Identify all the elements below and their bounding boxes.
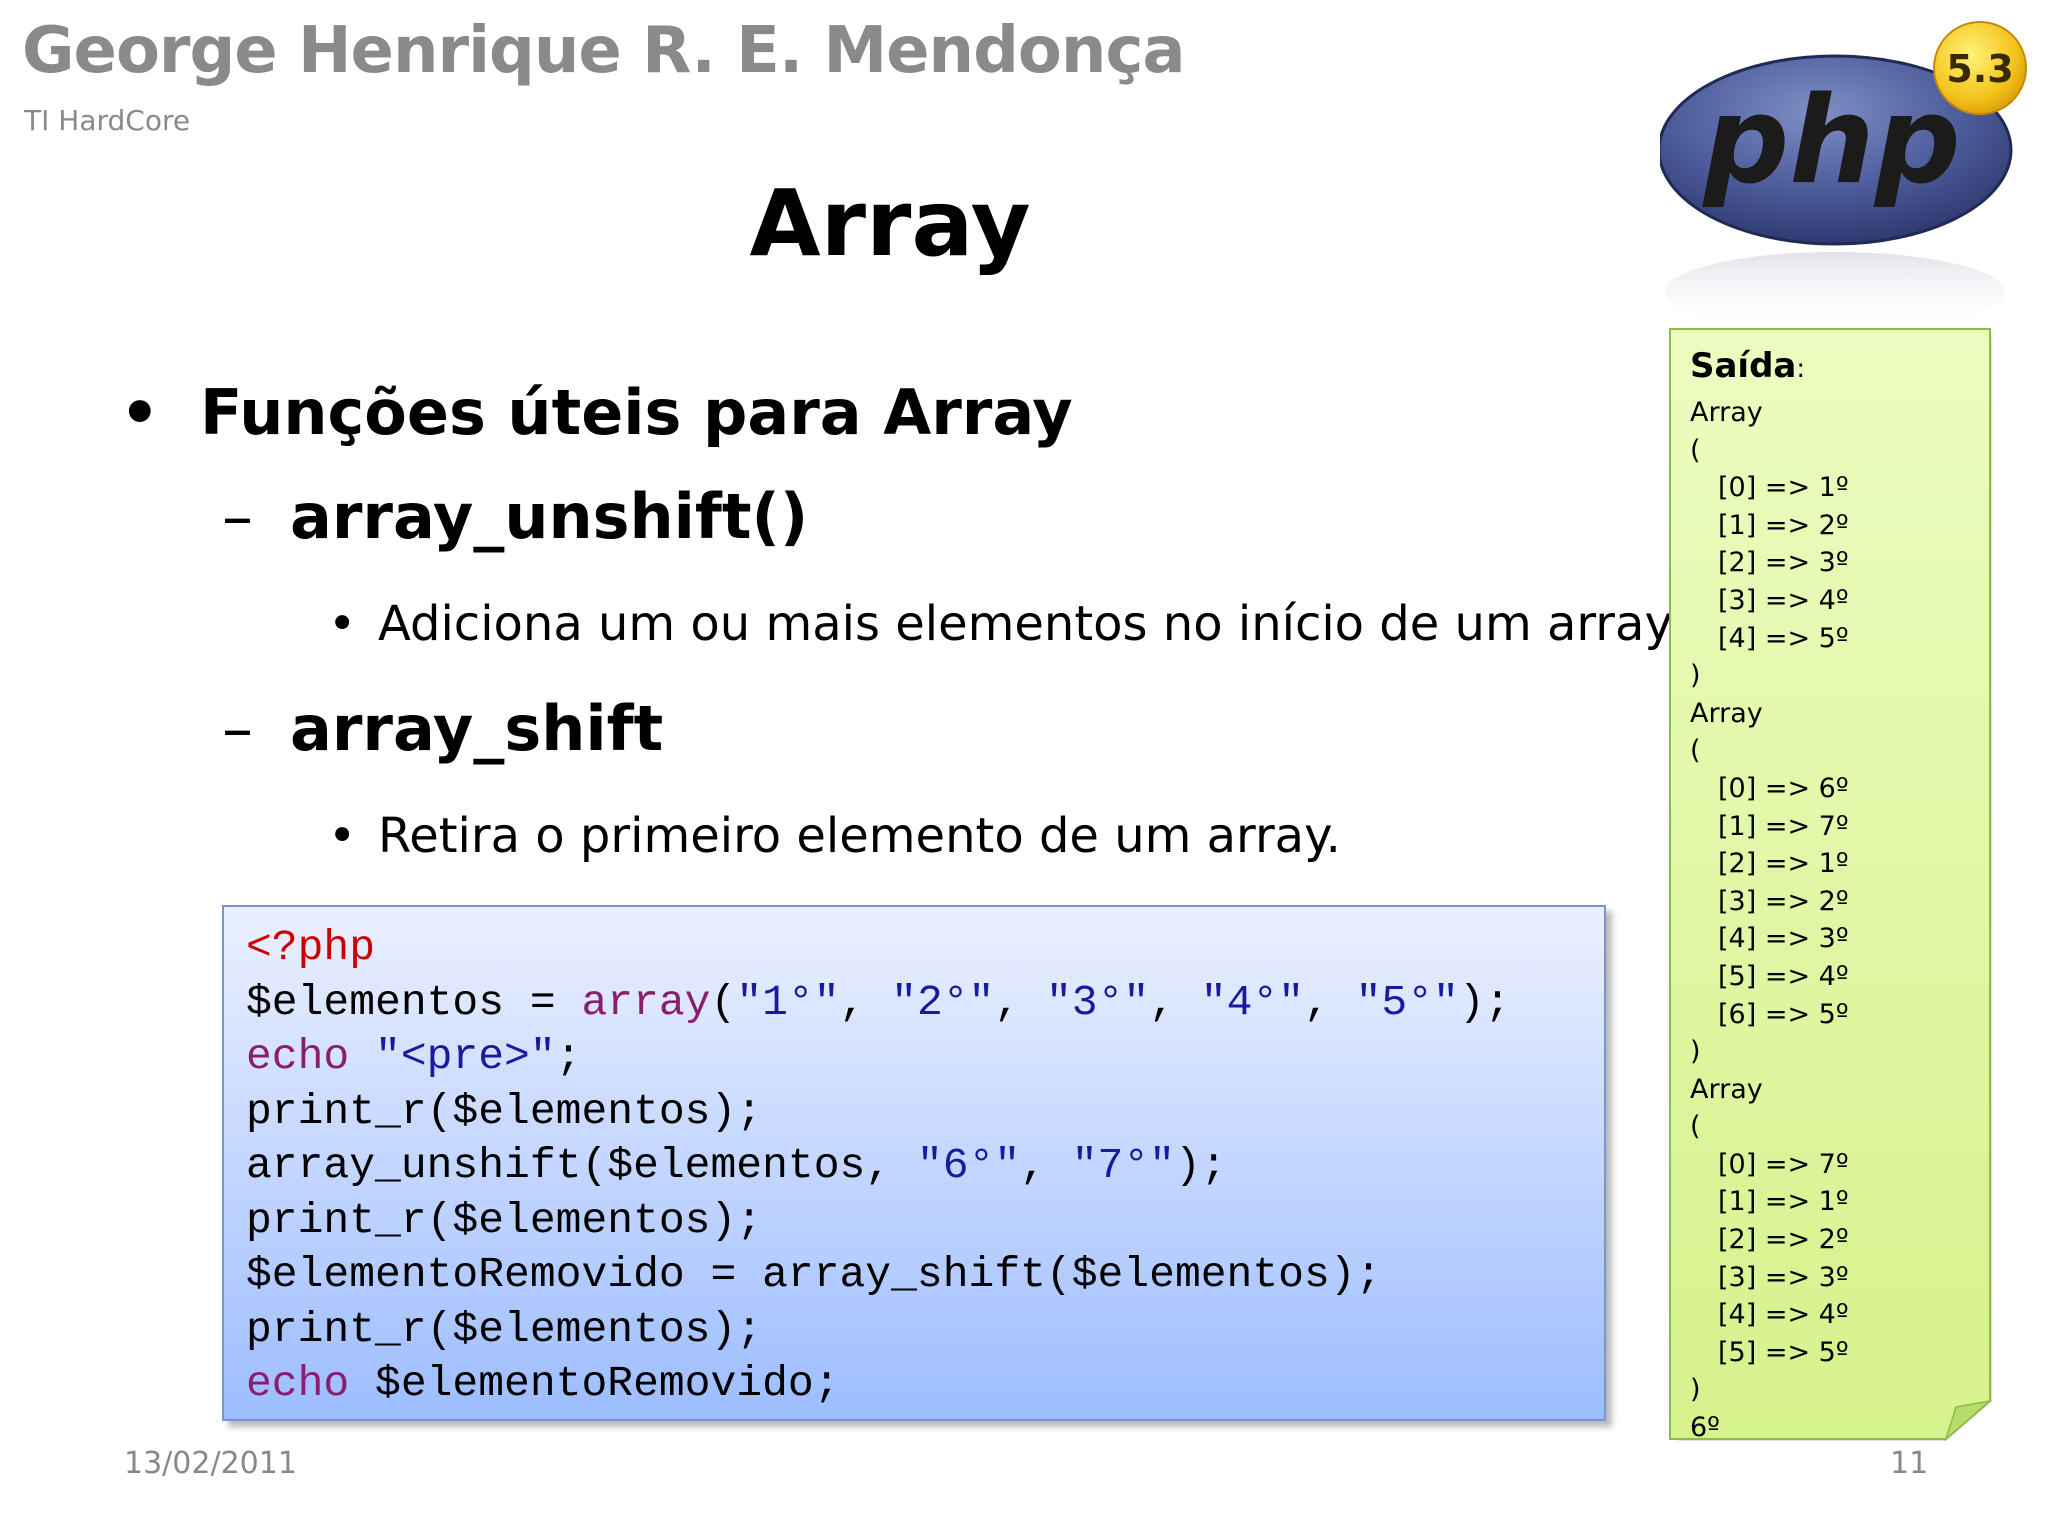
bullet-mark: • [328,808,357,864]
slide-title: Array [749,170,1031,277]
output-line: [6] => 5º [1718,998,1849,1030]
output-line: [1] => 1º [1718,1186,1849,1218]
output-line: [3] => 3º [1718,1261,1849,1293]
output-line: Array [1690,397,1763,428]
bullet-array-shift-desc-text: Retira o primeiro elemento de um array. [378,808,1341,864]
output-line: ( [1690,434,1701,466]
output-line: [4] => 3º [1718,923,1849,955]
output-line: [5] => 4º [1718,960,1849,992]
output-line: ( [1690,735,1701,767]
code-string: "2°" [891,977,995,1027]
bullet-main: • Funções úteis para Array [120,376,1073,449]
bullet-array-shift: –array_shift [222,692,663,765]
code-line: print_r($elementos); [246,1086,763,1136]
output-line: [2] => 1º [1718,848,1849,880]
code-string: "7°" [1071,1141,1175,1190]
bullet-main-text: Funções úteis para Array [200,376,1073,449]
output-line: [5] => 5º [1718,1336,1849,1368]
output-line: [4] => 5º [1718,622,1849,654]
output-line: ) [1690,660,1701,692]
output-heading-colon: : [1796,354,1806,384]
page-number: 11 [1890,1446,1929,1481]
code-php-open-tag: <?php [246,923,376,972]
blog-name: TI HardCore [24,104,191,137]
output-line: ( [1690,1111,1701,1143]
code-token: ( [710,977,737,1027]
code-string: "5°" [1355,977,1459,1027]
code-keyword: echo [246,1032,350,1081]
output-line: ) [1690,1374,1701,1406]
output-line: 6º [1690,1412,1720,1444]
author-name: George Henrique R. E. Mendonça [22,14,1186,88]
code-keyword: echo [246,1359,350,1408]
php-logo-icon: php 5.3 [1660,21,2027,330]
code-line: print_r($elementos); [246,1304,763,1354]
output-heading-label: Saída [1690,346,1797,386]
code-line: $elementos = array("1°", "2°", "3°", "4°… [246,977,1511,1027]
code-token: ); [1174,1141,1227,1190]
code-token: array [581,977,711,1027]
output-line: [1] => 7º [1718,810,1849,842]
output-line: Array [1690,1073,1763,1105]
code-line: array_unshift($elementos, "6°", "7°"); [246,1141,1227,1190]
code-line: print_r($elementos); [246,1195,763,1245]
output-line: [0] => 1º [1718,472,1849,504]
bullet-array-unshift-desc-text: Adiciona um ou mais elementos no início … [378,596,1682,652]
output-line: [4] => 4º [1718,1299,1849,1331]
code-token: ); [1458,977,1511,1027]
output-heading: Saída: [1690,341,1849,394]
code-line: $elementoRemovido = array_shift($element… [246,1250,1382,1299]
output-line: [3] => 2º [1718,885,1849,917]
bullet-array-unshift-desc: • Adiciona um ou mais elementos no início… [328,596,1681,652]
output-line: ) [1690,1036,1701,1068]
output-line: [3] => 4º [1718,584,1849,616]
code-token: ; [555,1032,582,1081]
code-line: <?php [246,921,1604,976]
dash-mark: – [222,692,253,765]
bullet-mark: • [120,376,160,449]
footer-date: 13/02/2011 [124,1446,297,1481]
bullet-array-shift-desc: • Retira o primeiro elemento de um array. [328,808,1341,864]
output-line: [2] => 3º [1718,547,1849,579]
code-string: "3°" [1045,977,1150,1027]
code-line: echo $elementoRemovido; [246,1357,1604,1412]
php-version-badge: 5.3 [1946,47,2013,91]
code-string: "4°" [1200,977,1305,1027]
output-line: [1] => 2º [1718,509,1849,541]
bullet-array-shift-text: array_shift [290,692,664,765]
output-note: Saída: Array ( [0] => 1º [1] => 2º [2] =… [1668,327,1994,1443]
bullet-array-unshift-text: array_unshift() [290,480,809,553]
bullet-array-unshift: –array_unshift() [222,480,808,553]
code-line: echo "<pre>"; [246,1030,1604,1085]
output-content: Saída: Array ( [0] => 1º [1] => 2º [2] =… [1690,341,1849,1447]
bullet-mark: • [328,596,357,652]
output-line: [0] => 6º [1718,772,1849,804]
code-box: <?php $elementos = array("1°", "2°", "3°… [222,905,1606,1421]
php-logo-text: php [1701,72,1960,211]
code-string: "<pre>" [375,1032,556,1081]
sticky-note-icon [1669,328,1993,1442]
code-string: "1°" [736,977,840,1027]
code-string: "6°" [916,1141,1021,1190]
output-line: Array [1690,697,1763,729]
output-line: [2] => 2º [1718,1224,1849,1256]
dash-mark: – [222,480,253,553]
code-token: $elementoRemovido; [349,1359,840,1408]
code-token: $elementos = [246,977,582,1027]
code-token: array_unshift($elementos, [246,1141,917,1190]
output-line: [0] => 7º [1718,1148,1849,1180]
